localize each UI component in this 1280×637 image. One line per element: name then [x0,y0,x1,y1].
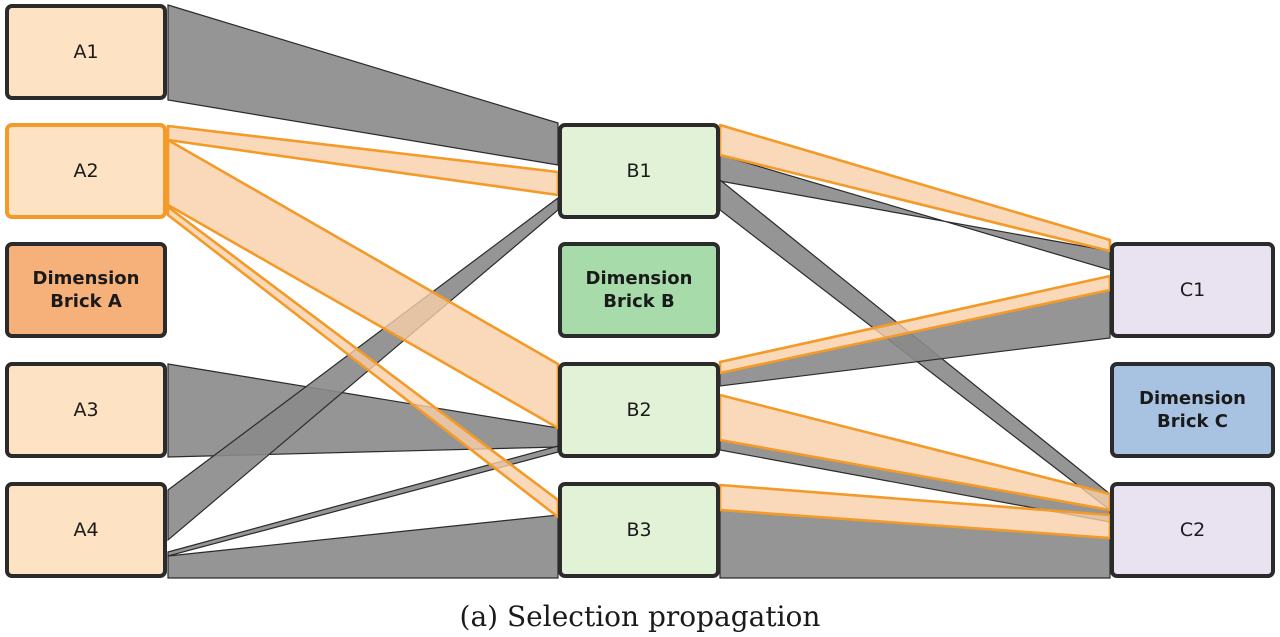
node-c2[interactable]: C2 [1110,482,1275,578]
link-a4-b3 [167,514,559,579]
node-a2-label: A2 [73,160,99,182]
node-a3[interactable]: A3 [5,362,167,458]
node-a1[interactable]: A1 [5,4,167,100]
node-c1-label: C1 [1179,279,1206,301]
node-a3-label: A3 [73,399,99,421]
node-a2[interactable]: A2 [5,123,167,219]
node-b1[interactable]: B1 [558,123,720,219]
dimension-brick-b-label: Dimension Brick B [585,268,693,312]
node-b1-label: B1 [626,160,652,182]
links-layer [166,4,1112,579]
node-a4-label: A4 [73,519,99,541]
node-c1[interactable]: C1 [1110,242,1275,338]
dimension-brick-b[interactable]: Dimension Brick B [558,242,720,338]
node-b2-label: B2 [626,399,652,421]
node-b3[interactable]: B3 [558,482,720,578]
node-a4[interactable]: A4 [5,482,167,578]
node-b2[interactable]: B2 [558,362,720,458]
dimension-brick-a[interactable]: Dimension Brick A [5,242,167,338]
node-c2-label: C2 [1179,519,1206,541]
node-b3-label: B3 [626,519,652,541]
dimension-brick-a-label: Dimension Brick A [32,268,140,312]
dimension-brick-c-label: Dimension Brick C [1139,388,1246,432]
node-a1-label: A1 [73,41,99,63]
figure-caption: (a) Selection propagation [459,600,821,633]
diagram-canvas: A1 A2 Dimension Brick A A3 A4 B1 Dimensi… [5,4,1275,579]
link-b2-c1 [719,289,1111,387]
dimension-brick-c[interactable]: Dimension Brick C [1110,362,1275,458]
